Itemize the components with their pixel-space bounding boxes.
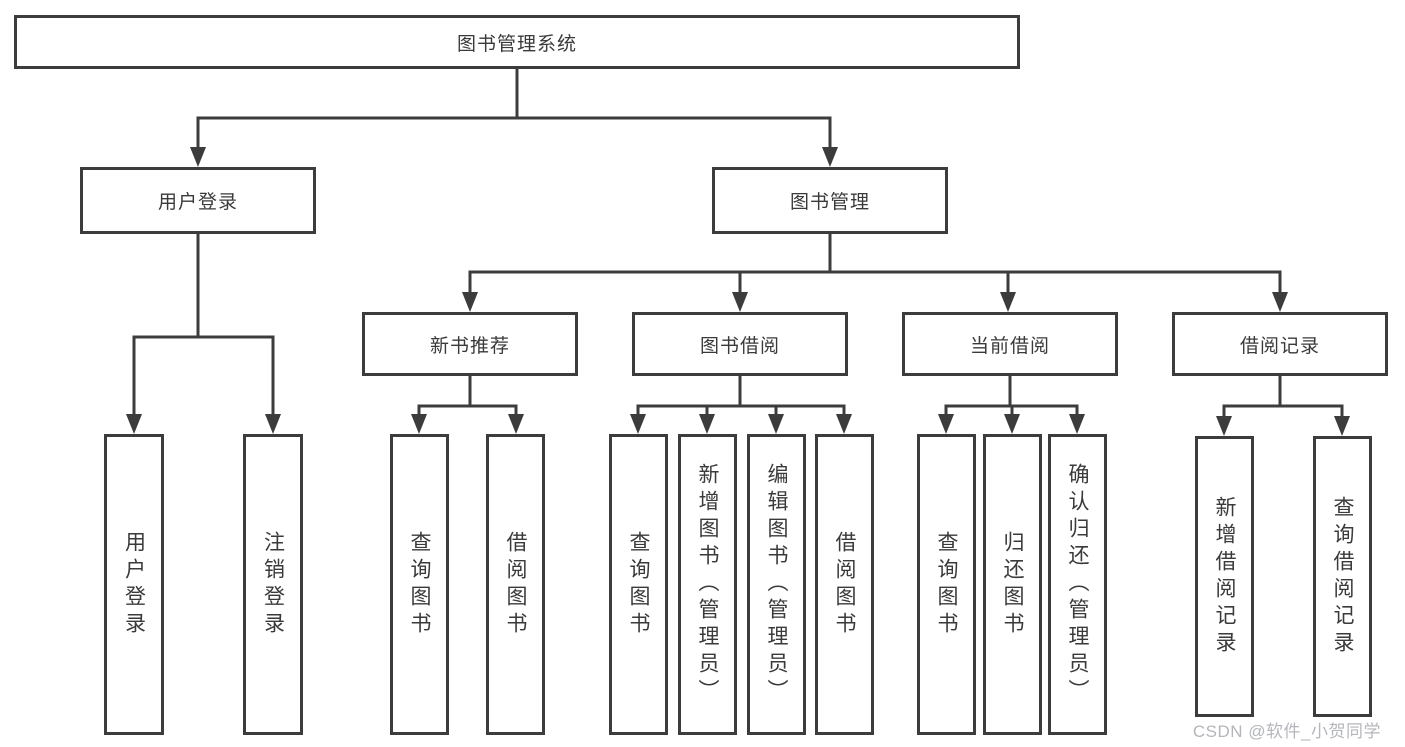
arrow-down-icon bbox=[411, 414, 427, 434]
connector-newbook-to-leaves bbox=[417, 376, 518, 416]
leaf-add-book-admin: 新增图书（管理员） bbox=[678, 434, 737, 735]
leaf-user-login: 用户登录 bbox=[104, 434, 164, 735]
arrow-down-icon bbox=[768, 414, 784, 434]
arrow-down-icon bbox=[699, 414, 715, 434]
arrowhead-icons bbox=[126, 147, 1350, 436]
arrow-down-icon bbox=[630, 414, 646, 434]
node-book-borrowing-label: 图书借阅 bbox=[699, 335, 780, 357]
leaf-return-books: 归还图书 bbox=[983, 434, 1042, 735]
arrow-down-icon bbox=[462, 292, 478, 312]
node-current-borrowing-label: 当前借阅 bbox=[969, 335, 1050, 357]
arrow-down-icon bbox=[1216, 416, 1232, 436]
arrow-down-icon bbox=[732, 292, 748, 312]
csdn-watermark: CSDN @软件_小贺同学 bbox=[1192, 722, 1381, 741]
leaf-confirm-return-admin-label: 确认归还（管理员） bbox=[1066, 463, 1089, 706]
leaf-add-book-admin-label: 新增图书（管理员） bbox=[696, 463, 719, 706]
node-current-borrowing: 当前借阅 bbox=[902, 312, 1118, 376]
arrow-down-icon bbox=[822, 147, 838, 167]
arrow-down-icon bbox=[508, 414, 524, 434]
arrow-down-icon bbox=[1069, 414, 1085, 434]
leaf-query-books-current-label: 查询图书 bbox=[935, 530, 958, 639]
node-book-management: 图书管理 bbox=[712, 167, 948, 234]
leaf-edit-book-admin-label: 编辑图书（管理员） bbox=[765, 463, 788, 706]
node-root: 图书管理系统 bbox=[14, 15, 1020, 69]
leaf-borrow-books-newbook: 借阅图书 bbox=[486, 434, 545, 735]
leaf-borrow-books-newbook-label: 借阅图书 bbox=[504, 530, 527, 639]
leaf-logout-label: 注销登录 bbox=[261, 530, 285, 639]
leaf-add-borrow-record: 新增借阅记录 bbox=[1195, 436, 1254, 717]
node-user-login: 用户登录 bbox=[80, 167, 316, 234]
leaf-confirm-return-admin: 确认归还（管理员） bbox=[1048, 434, 1107, 735]
leaf-query-books-borrow: 查询图书 bbox=[609, 434, 668, 735]
leaf-add-borrow-record-label: 新增借阅记录 bbox=[1213, 495, 1236, 658]
node-book-borrowing: 图书借阅 bbox=[632, 312, 848, 376]
arrow-down-icon bbox=[1004, 414, 1020, 434]
leaf-query-books-newbook: 查询图书 bbox=[390, 434, 449, 735]
arrow-down-icon bbox=[126, 414, 142, 434]
node-user-login-label: 用户登录 bbox=[157, 192, 238, 213]
leaf-query-borrow-record: 查询借阅记录 bbox=[1313, 436, 1372, 717]
leaf-query-books-borrow-label: 查询图书 bbox=[627, 530, 650, 639]
leaf-query-borrow-record-label: 查询借阅记录 bbox=[1331, 495, 1354, 658]
connector-records-to-leaves bbox=[1222, 376, 1344, 418]
arrow-down-icon bbox=[190, 147, 206, 167]
leaf-borrow-books-borrow-label: 借阅图书 bbox=[833, 530, 856, 639]
leaf-logout: 注销登录 bbox=[243, 434, 303, 735]
leaf-edit-book-admin: 编辑图书（管理员） bbox=[747, 434, 806, 735]
leaf-borrow-books-borrow: 借阅图书 bbox=[815, 434, 874, 735]
leaf-query-books-current: 查询图书 bbox=[917, 434, 976, 735]
connector-root-to-level2 bbox=[196, 69, 832, 149]
arrow-down-icon bbox=[938, 414, 954, 434]
arrow-down-icon bbox=[265, 414, 281, 434]
leaf-query-books-newbook-label: 查询图书 bbox=[408, 530, 431, 639]
node-book-management-label: 图书管理 bbox=[789, 192, 870, 213]
node-new-book-recommend: 新书推荐 bbox=[362, 312, 578, 376]
connector-userlogin-to-leaves bbox=[132, 234, 275, 416]
node-root-label: 图书管理系统 bbox=[456, 33, 577, 55]
node-borrow-records-label: 借阅记录 bbox=[1239, 335, 1320, 357]
arrow-down-icon bbox=[1000, 292, 1016, 312]
connector-currentborrow-to-leaves bbox=[944, 376, 1079, 416]
node-borrow-records: 借阅记录 bbox=[1172, 312, 1388, 376]
leaf-return-books-label: 归还图书 bbox=[1001, 530, 1024, 639]
arrow-down-icon bbox=[836, 414, 852, 434]
connector-bookborrow-to-leaves bbox=[636, 376, 846, 416]
node-new-book-recommend-label: 新书推荐 bbox=[429, 335, 510, 357]
arrow-down-icon bbox=[1272, 292, 1288, 312]
connector-bookmgmt-to-modules bbox=[468, 234, 1282, 294]
leaf-user-login-label: 用户登录 bbox=[122, 530, 146, 639]
arrow-down-icon bbox=[1334, 416, 1350, 436]
